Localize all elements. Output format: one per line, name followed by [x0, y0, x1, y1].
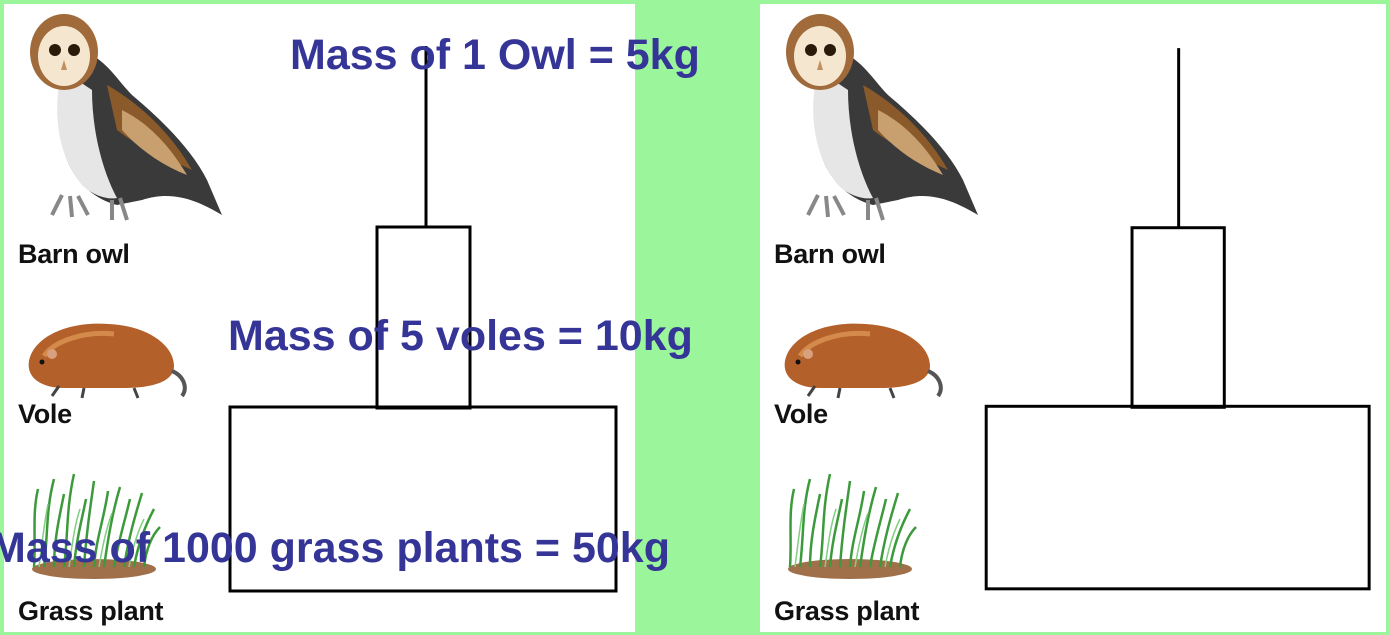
- mass-label-voles: Mass of 5 voles = 10kg: [228, 315, 693, 358]
- biomass-pyramid: [760, 4, 1386, 632]
- grass-bar: [986, 406, 1369, 589]
- mass-label-grass: Mass of 1000 grass plants = 50kg: [0, 527, 670, 570]
- right-panel: Barn owl Vole: [760, 4, 1386, 632]
- vole-bar: [1132, 228, 1224, 408]
- mass-label-owl: Mass of 1 Owl = 5kg: [290, 34, 700, 77]
